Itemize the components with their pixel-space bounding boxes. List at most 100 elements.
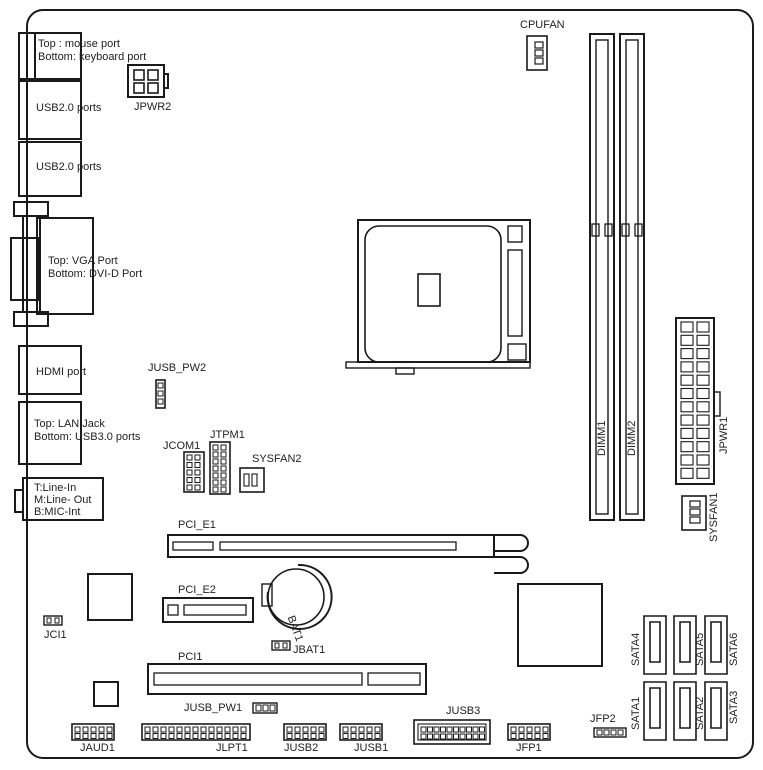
jlpt1-pin [216,733,223,739]
jfp2-pin [610,729,617,736]
jpwr1-pin [696,427,710,439]
sysfan2-header [239,467,265,493]
jusb3-header [413,719,491,745]
dimm2-slot [619,33,645,521]
lan-jack-label: Top: LAN Jack [34,418,105,430]
jusb-pw1-label: JUSB_PW1 [184,702,243,714]
jfp1-pin [518,733,525,739]
jtpm1-pin [220,451,227,458]
jaud1-pin [74,733,81,739]
jaud1-pin [74,726,81,733]
jcom1-pin [186,484,193,491]
jusb3-pin [427,726,433,733]
jusb-pw2-label: JUSB_PW2 [148,362,207,374]
jpwr1-pin [680,361,694,373]
usb-ports-2 [18,141,82,197]
jusb3-pin [479,726,485,733]
jusb3-pin [420,733,427,740]
jpwr1-pin [680,427,694,439]
jcom1-pin [186,469,193,476]
jaud1-pin [82,733,89,739]
jpwr1-pin [680,414,694,426]
jaud1-pin [98,726,105,733]
usb-ports-1 [18,80,82,140]
jlpt1-header [141,723,251,741]
sata2-label: SATA2 [694,696,706,730]
jaud1-pin [106,726,113,733]
jpwr1-label: JPWR1 [718,416,730,454]
jtpm1-pin [212,444,219,451]
mouse-port-label: Top : mouse port [38,38,120,50]
jtpm1-pin [220,458,227,465]
jtpm1-pin [212,479,219,486]
jlpt1-pin [192,726,199,733]
jusb3-label: JUSB3 [446,705,481,717]
jusb1-header [339,723,383,741]
jpwr2-label: JPWR2 [134,101,172,113]
sata6-label: SATA6 [728,632,740,666]
jlpt1-pin [176,733,183,739]
jusb1-pin [374,733,381,739]
jlpt1-pin [184,733,191,739]
jusb1-pin [342,726,349,733]
jusb1-pin [366,726,373,733]
jusb3-pin [433,726,440,733]
jci1-label: JCI1 [44,629,67,641]
small-chip [93,681,119,707]
jpwr1-pin [696,401,710,413]
jpwr1-pin [680,401,694,413]
jusb3-pin [440,733,446,740]
jusb3-pin [472,726,479,733]
jtpm1-pin [212,486,219,493]
jusb3-pin [453,733,459,740]
jaud1-label: JAUD1 [80,742,115,754]
jusb2-pin [286,726,293,733]
cpufan-label: CPUFAN [520,19,565,31]
dimm1-label: DIMM1 [596,420,608,456]
jfp2-pin [617,729,624,736]
jtpm1-pin [212,465,219,472]
jfp2-pin [596,729,603,736]
pci1-label: PCI1 [178,651,203,663]
line-out-label: M:Line- Out [34,494,92,506]
jtpm1-pin [220,472,227,479]
jlpt1-label: JLPT1 [216,742,248,754]
jaud1-pin [90,733,97,739]
jcom1-pin [186,454,193,461]
jfp1-header [507,723,551,741]
jcom1-pin [194,462,201,468]
jusb2-pin [294,726,301,733]
jtpm1-pin [220,479,227,486]
jusb-pw1-pin [269,704,276,712]
jcom1-pin [186,462,193,468]
jusb-pw2-header [155,379,166,409]
jfp1-pin [526,733,533,739]
jusb2-header [283,723,327,741]
jusb3-pin [433,733,440,740]
pci-e2-slot [162,597,254,623]
jlpt1-pin [224,726,231,733]
chipset [517,583,603,667]
jusb3-pin [466,733,472,740]
pci-e2-label: PCI_E2 [178,584,216,596]
usb-ports-1-label: USB2.0 ports [36,102,102,114]
jpwr2-connector [127,64,169,98]
jlpt1-pin [240,733,247,739]
jusb2-pin [318,726,325,733]
jfp1-pin [510,726,517,733]
jpwr1-pin [696,374,710,386]
jpwr1-pin [680,454,694,466]
mic-in-label: B:MIC-Int [34,506,81,518]
jcom1-pin [194,477,201,483]
dvi-port-label: Bottom: DVI-D Port [48,268,143,280]
jaud1-pin [98,733,105,739]
jusb3-pin [472,733,479,740]
jpwr1-pin [680,441,694,453]
jlpt1-pin [160,733,167,739]
jpwr1-pin [696,467,710,479]
usb-ports-2-label: USB2.0 ports [36,161,102,173]
jusb3-pin [466,726,472,733]
jusb3-pin [453,726,459,733]
jcom1-pin [194,454,201,461]
keyboard-port-label: Bottom: keyboard port [38,51,147,63]
